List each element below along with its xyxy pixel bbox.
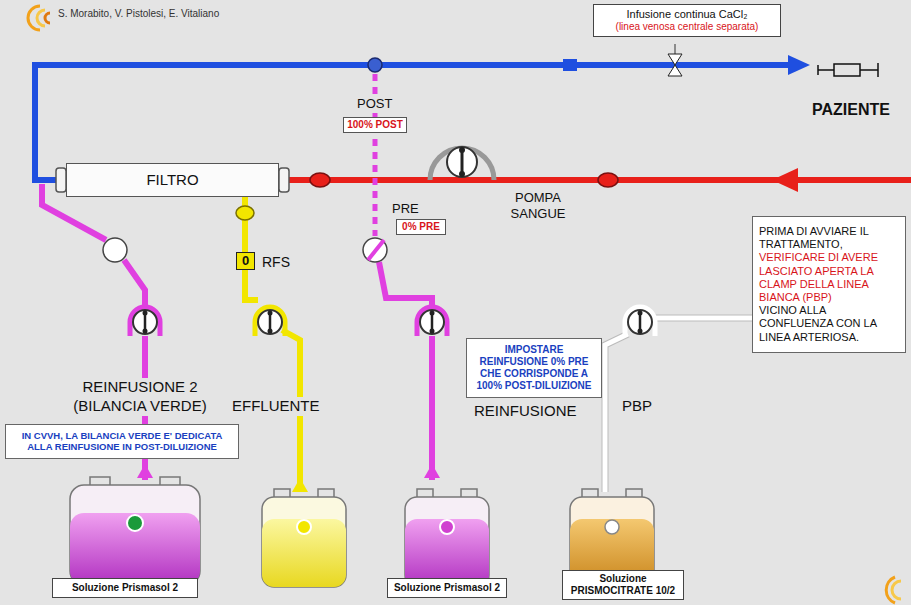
node-text: 0% PRE <box>399 221 443 233</box>
pbp-line <box>605 318 752 492</box>
node-text: (linea venosa centrale separata) <box>598 21 776 33</box>
node-text: VICINO ALLA CONFLUENZA CON LA LINEA ARTE… <box>759 304 899 344</box>
junction-label: PRE <box>392 201 419 217</box>
patient-label: PAZIENTE <box>812 100 890 120</box>
logo <box>28 6 901 603</box>
node-text: PRIMA DI AVVIARE IL TRATTAMENTO, <box>759 225 899 251</box>
warning-note: PRIMA DI AVVIARE IL TRATTAMENTO,VERIFICA… <box>752 216 906 353</box>
reinfusion-line <box>363 74 440 480</box>
mode-box: 100% POST <box>343 117 407 133</box>
mode-box: 0% PRE <box>396 219 446 235</box>
node-text: Soluzione PRISMOCITRATE 10/2 <box>566 573 680 597</box>
blood-pump <box>430 147 494 180</box>
venous-line <box>35 44 810 180</box>
node-text: Soluzione Prismasol 2 <box>56 582 194 594</box>
filter-box: FILTRO <box>66 163 279 197</box>
infusion-box: Infusione continua CaCl₂(linea venosa ce… <box>593 4 781 37</box>
author-credit: S. Morabito, V. Pistolesi, E. Vitaliano <box>58 8 219 21</box>
line-label: REINFUSIONE 2 (BILANCIA VERDE) <box>58 378 222 416</box>
line-label: REINFUSIONE <box>474 402 577 421</box>
effluent-line <box>236 197 308 492</box>
node-text: 0 <box>237 253 254 269</box>
node-text: IN CVVH, LA BILANCIA VERDE E' DEDICATA A… <box>10 430 234 453</box>
arterial-line <box>285 168 911 192</box>
pump-label: POMPA SANGUE <box>500 190 576 223</box>
pressure-label: RFS <box>262 254 290 272</box>
node-text: Infusione continua CaCl₂ <box>598 8 776 21</box>
bag-label: Soluzione Prismasol 2 <box>52 578 198 598</box>
node-text: FILTRO <box>67 171 278 189</box>
node-text: Soluzione Prismasol 2 <box>391 582 503 594</box>
line-label: PBP <box>620 397 654 416</box>
counter-box: 0 <box>236 252 255 270</box>
pumps <box>130 307 655 336</box>
bag-label: Soluzione Prismasol 2 <box>387 578 507 598</box>
node-text: 100% POST <box>346 119 404 131</box>
node-text: IMPOSTARE REINFUSIONE 0% PRE CHE CORRISP… <box>471 344 597 392</box>
line-label: EFFLUENTE <box>230 397 322 416</box>
bag-label: Soluzione PRISMOCITRATE 10/2 <box>562 570 684 600</box>
setting-note: IMPOSTARE REINFUSIONE 0% PRE CHE CORRISP… <box>466 338 602 398</box>
catheter-symbol <box>818 63 878 77</box>
balance-note: IN CVVH, LA BILANCIA VERDE E' DEDICATA A… <box>5 424 239 459</box>
node-text: VERIFICARE DI AVERE LASCIATO APERTA LA C… <box>759 251 899 304</box>
junction-label: POST <box>355 96 394 112</box>
